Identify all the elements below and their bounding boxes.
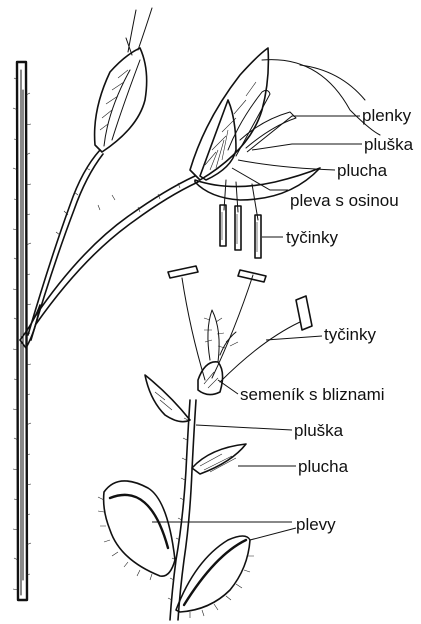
stigmas	[204, 310, 238, 362]
label-plevy: plevy	[296, 515, 336, 534]
lower-flower-drawing	[98, 266, 312, 620]
label-pluska-top: pluška	[364, 135, 414, 154]
closed-spikelet	[95, 8, 152, 152]
glumes	[98, 481, 254, 618]
label-pluska-bottom: pluška	[294, 421, 344, 440]
rachilla	[168, 400, 196, 620]
label-tycinky-bottom: tyčinky	[324, 325, 376, 344]
label-plucha-bottom: plucha	[298, 457, 349, 476]
lemma-bract	[192, 444, 246, 474]
rachis-stem	[13, 62, 40, 600]
leader-pluska-bottom	[196, 425, 292, 430]
upper-spikelet-drawing	[13, 8, 380, 600]
open-flower-spikelet	[190, 48, 380, 258]
spikelet-branches	[28, 150, 198, 340]
leader-plevy-right	[250, 528, 296, 540]
label-semenik-s-bliznami: semeník s bliznami	[240, 385, 385, 404]
labels: plenky pluška plucha pleva s osinou tyči…	[240, 106, 414, 534]
label-pleva-s-osinou: pleva s osinou	[290, 191, 399, 210]
palea-bract	[145, 375, 190, 422]
ovary	[198, 362, 223, 395]
leader-pluska-top	[252, 144, 362, 150]
label-plenky: plenky	[362, 106, 412, 125]
stamens	[168, 266, 312, 382]
label-plucha-top: plucha	[337, 161, 388, 180]
label-tycinky-top: tyčinky	[286, 228, 338, 247]
